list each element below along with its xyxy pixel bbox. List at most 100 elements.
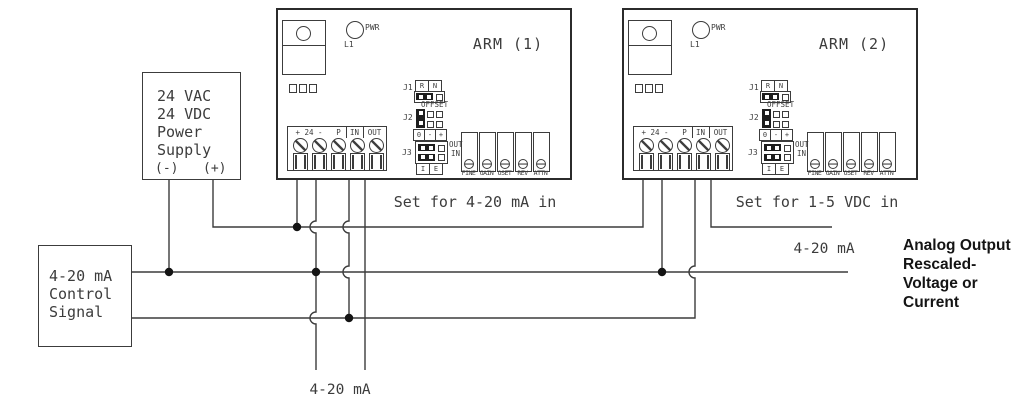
terminal-block: + 24 - P IN OUT <box>633 126 733 171</box>
j3-label: J3 <box>748 148 758 157</box>
arm1-caption: Set for 4-20 mA in <box>393 193 557 211</box>
power-supply-line: 24 VDC <box>157 105 212 123</box>
pot-label: GAIN <box>479 169 494 177</box>
terminal-opening <box>658 153 673 171</box>
pwr-led-icon <box>692 21 710 39</box>
j3-ie-row: I E <box>762 163 789 175</box>
terminal-out-label: OUT <box>367 127 382 137</box>
wire-signal-rail <box>130 166 696 319</box>
pot-fine <box>807 132 824 172</box>
terminal-p-label: P <box>682 127 687 137</box>
j2-plus-label: + <box>781 129 793 141</box>
arm2-caption: Set for 1-5 VDC in <box>735 193 899 211</box>
j1-jumper <box>414 91 445 103</box>
pwr-label: PWR <box>711 23 726 32</box>
control-signal-line: Control <box>49 285 113 303</box>
j1-label: J1 <box>749 83 759 92</box>
j1-jumper <box>760 91 791 103</box>
wire-arm1-in <box>342 166 350 318</box>
pot-rev <box>515 132 532 172</box>
j3-in-label: IN <box>451 149 461 158</box>
pot-fine <box>461 132 478 172</box>
transistor-icon <box>282 20 326 93</box>
terminal-screw-icon <box>696 138 711 153</box>
arm2-output-wire-label: 4-20 mA <box>793 241 855 257</box>
pot-oset <box>843 132 860 172</box>
j1-label: J1 <box>403 83 413 92</box>
terminal-opening <box>677 153 692 171</box>
terminal-block: + 24 - P IN OUT <box>287 126 387 171</box>
j3-e-label: E <box>775 163 789 175</box>
j3-in-label: IN <box>797 149 807 158</box>
pot-gain <box>825 132 842 172</box>
pot-screw-icon <box>810 159 820 169</box>
pot-rev <box>861 132 878 172</box>
transistor-icon <box>628 20 672 93</box>
terminal-opening <box>350 153 365 171</box>
annotation-line: Analog Output <box>903 237 1011 254</box>
j3-out-label: OUT <box>449 140 463 149</box>
terminal-opening <box>293 153 308 171</box>
pot-label: FINE <box>461 169 476 177</box>
j2-scale: 0 - + <box>759 129 793 141</box>
control-signal-line: 4-20 mA <box>49 267 113 285</box>
wire-positive-rail <box>212 166 644 228</box>
j3-ie-row: I E <box>416 163 443 175</box>
j2-scale: 0 - + <box>413 129 447 141</box>
pot-screw-icon <box>828 159 838 169</box>
terminal-opening <box>331 153 346 171</box>
pot-screw-icon <box>464 159 474 169</box>
power-supply-line: 24 VAC <box>157 87 212 105</box>
power-supply-neg: (-) <box>155 161 179 176</box>
power-supply-pos: (+) <box>203 161 227 176</box>
pot-screw-icon <box>882 159 892 169</box>
terminal-screw-icon <box>312 138 327 153</box>
terminal-screw-icon <box>658 138 673 153</box>
control-signal-box: 4-20 mA Control Signal <box>38 245 132 347</box>
pot-gain <box>479 132 496 172</box>
pwr-label: PWR <box>365 23 380 32</box>
power-supply-box: 24 VAC 24 VDC Power Supply (-) (+) <box>142 72 241 180</box>
terminal-opening <box>369 153 384 171</box>
pot-label: REV <box>863 169 874 177</box>
terminal-24-label: + 24 - <box>295 127 323 137</box>
pot-screw-icon <box>864 159 874 169</box>
terminal-screw-icon <box>639 138 654 153</box>
junction-dot <box>164 267 174 277</box>
terminal-screw-icon <box>677 138 692 153</box>
j3-i-label: I <box>416 163 430 175</box>
terminal-opening <box>639 153 654 171</box>
arm1-output-wire-label: 4-20 mA <box>309 382 371 398</box>
pot-label: OSET <box>843 169 858 177</box>
pot-label: REV <box>517 169 528 177</box>
junction-dot <box>292 222 302 232</box>
arm1-title: ARM (1) <box>472 35 544 53</box>
pot-label: OSET <box>497 169 512 177</box>
pot-label: ATTN <box>533 169 548 177</box>
pot-attn <box>533 132 550 172</box>
pot-screw-icon <box>536 159 546 169</box>
pot-screw-icon <box>518 159 528 169</box>
wire-arm2-out <box>710 166 832 228</box>
terminal-screw-icon <box>715 138 730 153</box>
terminal-opening <box>696 153 711 171</box>
pot-label: GAIN <box>825 169 840 177</box>
pot-screw-icon <box>500 159 510 169</box>
arm2-board: PWR L1 ARM (2) J1 R N OFFSET J2 0 - + J3 <box>622 8 918 180</box>
terminal-opening <box>312 153 327 171</box>
terminal-p-label: P <box>336 127 341 137</box>
junction-dot <box>344 313 354 323</box>
arm2-title: ARM (2) <box>818 35 890 53</box>
j3-i-label: I <box>762 163 776 175</box>
j2-plus-label: + <box>435 129 447 141</box>
j3-label: J3 <box>402 148 412 157</box>
j3-jumper <box>415 141 448 164</box>
terminal-screw-icon <box>350 138 365 153</box>
terminal-opening <box>715 153 730 171</box>
terminal-screw-icon <box>331 138 346 153</box>
junction-dot <box>311 267 321 277</box>
j3-e-label: E <box>429 163 443 175</box>
terminal-screw-icon <box>369 138 384 153</box>
junction-dot <box>657 267 667 277</box>
j2-jumper <box>762 109 789 128</box>
